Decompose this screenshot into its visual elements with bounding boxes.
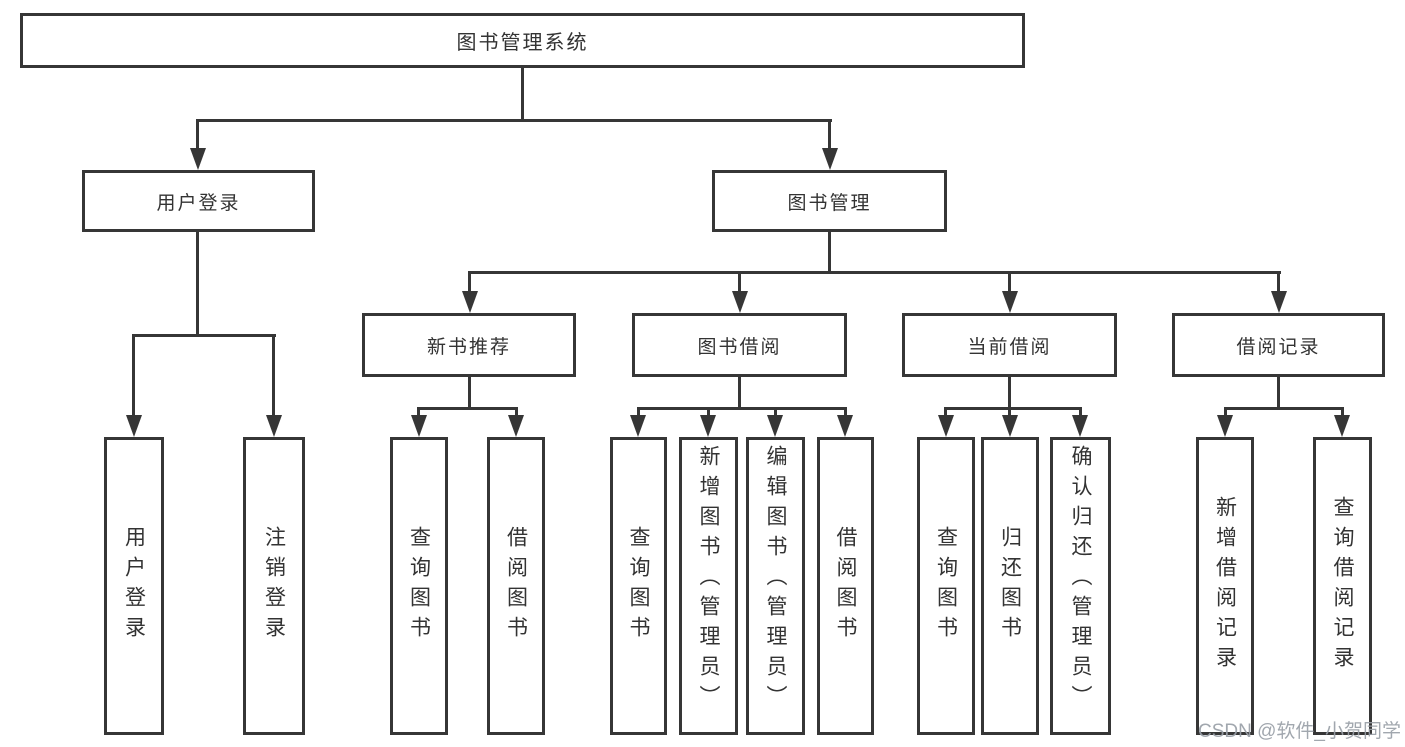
arrow-down-icon <box>462 291 478 313</box>
arrow-down-icon <box>837 415 853 437</box>
arrow-down-icon <box>190 148 206 170</box>
connector-line <box>637 407 847 410</box>
node-label: 图书管理系统 <box>456 32 589 54</box>
leaf-label: 注销登录 <box>262 526 286 646</box>
leaf-label: 用户登录 <box>122 526 146 646</box>
node-current-borrow: 当前借阅 <box>902 313 1117 377</box>
leaf-label: 编辑图书（管理员） <box>764 445 787 715</box>
connector-line <box>828 232 831 273</box>
leaf-edit-books-admin: 编辑图书（管理员） <box>746 437 805 735</box>
arrow-down-icon <box>1271 291 1287 313</box>
connector-line <box>1277 271 1280 293</box>
connector-line <box>1008 271 1011 293</box>
connector-line <box>637 407 640 417</box>
connector-line <box>196 119 199 149</box>
arrow-down-icon <box>508 415 524 437</box>
node-borrow-records: 借阅记录 <box>1172 313 1385 377</box>
connector-line <box>1079 407 1082 417</box>
leaf-query-books: 查询图书 <box>610 437 667 735</box>
connector-line <box>738 377 741 410</box>
connector-line <box>468 377 471 410</box>
leaf-return-books: 归还图书 <box>981 437 1039 735</box>
leaf-logout: 注销登录 <box>243 437 305 735</box>
connector-line <box>844 407 847 417</box>
arrow-down-icon <box>630 415 646 437</box>
connector-line <box>828 119 831 149</box>
arrow-down-icon <box>266 415 282 437</box>
arrow-down-icon <box>700 415 716 437</box>
csdn-watermark: CSDN @软件_小贺同学 <box>1198 721 1401 742</box>
leaf-label: 查询图书 <box>407 526 431 646</box>
connector-line <box>1277 377 1280 410</box>
connector-line <box>1224 407 1227 417</box>
leaf-query-books: 查询图书 <box>917 437 975 735</box>
leaf-label: 新增图书（管理员） <box>697 445 720 715</box>
leaf-query-books: 查询图书 <box>390 437 448 735</box>
connector-line <box>1341 407 1344 417</box>
leaf-label: 新增借阅记录 <box>1213 496 1237 676</box>
node-label: 新书推荐 <box>426 336 511 358</box>
node-library-management-system: 图书管理系统 <box>20 13 1025 68</box>
node-label: 图书管理 <box>787 192 872 214</box>
arrow-down-icon <box>732 291 748 313</box>
leaf-add-books-admin: 新增图书（管理员） <box>679 437 738 735</box>
connector-line <box>1008 377 1011 410</box>
connector-line <box>468 271 471 293</box>
connector-line <box>133 334 276 337</box>
connector-line <box>515 407 518 417</box>
leaf-label: 借阅图书 <box>834 526 857 646</box>
connector-line <box>1008 407 1011 417</box>
leaf-label: 查询图书 <box>627 526 650 646</box>
leaf-add-borrow-record: 新增借阅记录 <box>1196 437 1254 735</box>
arrow-down-icon <box>411 415 427 437</box>
node-label: 当前借阅 <box>967 336 1052 358</box>
connector-line <box>469 271 1281 274</box>
connector-line <box>132 334 135 416</box>
leaf-label: 归还图书 <box>998 526 1022 646</box>
connector-line <box>1224 407 1344 410</box>
connector-line <box>196 232 199 336</box>
arrow-down-icon <box>938 415 954 437</box>
leaf-label: 查询借阅记录 <box>1331 496 1354 676</box>
connector-line <box>707 407 710 417</box>
leaf-user-login: 用户登录 <box>104 437 164 735</box>
arrow-down-icon <box>1002 415 1018 437</box>
node-user-login: 用户登录 <box>82 170 315 232</box>
connector-line <box>521 68 524 121</box>
leaf-borrow-books: 借阅图书 <box>487 437 545 735</box>
arrow-down-icon <box>1002 291 1018 313</box>
leaf-query-borrow-record: 查询借阅记录 <box>1313 437 1372 735</box>
arrow-down-icon <box>126 415 142 437</box>
arrow-down-icon <box>1072 415 1088 437</box>
connector-line <box>945 407 1081 410</box>
leaf-confirm-return-admin: 确认归还（管理员） <box>1050 437 1111 735</box>
connector-line <box>272 334 275 416</box>
node-book-borrow: 图书借阅 <box>632 313 847 377</box>
node-book-management: 图书管理 <box>712 170 947 232</box>
connector-line <box>197 119 832 122</box>
connector-line <box>738 271 741 293</box>
leaf-label: 查询图书 <box>934 526 958 646</box>
arrow-down-icon <box>767 415 783 437</box>
leaf-label: 确认归还（管理员） <box>1069 445 1092 715</box>
node-new-book-recommend: 新书推荐 <box>362 313 576 377</box>
connector-line <box>774 407 777 417</box>
node-label: 借阅记录 <box>1236 336 1321 358</box>
leaf-borrow-books: 借阅图书 <box>817 437 874 735</box>
arrow-down-icon <box>822 148 838 170</box>
arrow-down-icon <box>1334 415 1350 437</box>
connector-line <box>417 407 420 417</box>
node-label: 用户登录 <box>156 192 241 214</box>
node-label: 图书借阅 <box>697 336 782 358</box>
connector-line <box>418 407 518 410</box>
connector-line <box>944 407 947 417</box>
arrow-down-icon <box>1217 415 1233 437</box>
leaf-label: 借阅图书 <box>504 526 528 646</box>
